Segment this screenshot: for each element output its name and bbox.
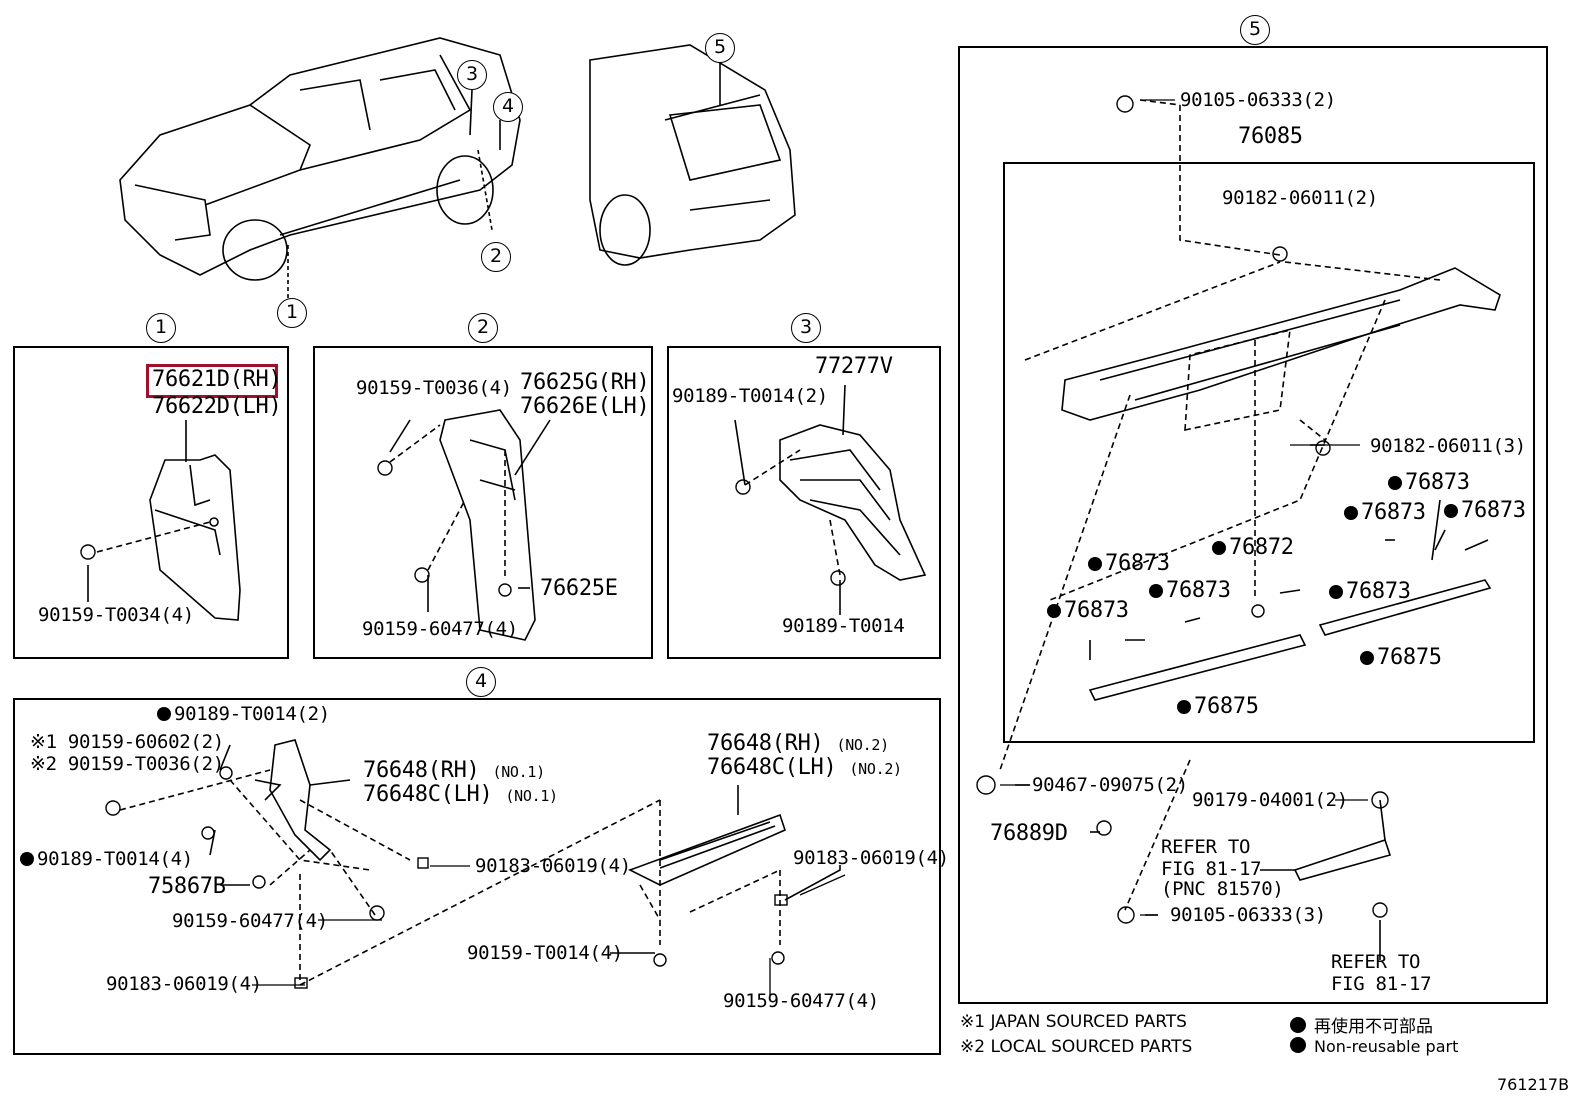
nut-90183-06019-right[interactable]: 90183-06019(4) — [793, 847, 949, 869]
assembly-76085[interactable]: 76085 — [1238, 124, 1303, 149]
part-76889d[interactable]: 76889D — [990, 821, 1068, 846]
non-reusable-dot-icon — [1290, 1037, 1306, 1053]
panel-1-header: 1 — [146, 313, 176, 343]
panel-5-header: 5 — [1240, 15, 1270, 45]
part-76873-f[interactable]: 76873 — [1329, 581, 1411, 603]
mudguard-rear-drawing — [389, 409, 551, 641]
callout-5-overview[interactable]: 5 — [705, 33, 735, 63]
callout-2-overview[interactable]: 2 — [481, 242, 511, 272]
nut-90182-06011-side[interactable]: 90182-06011(3) — [1370, 435, 1526, 457]
legend-non-reusable-en: Non-reusable part — [1290, 1037, 1458, 1056]
part-75867b[interactable]: 75867B — [148, 874, 226, 899]
screw-90159-60477[interactable]: 90159-60477(4) — [362, 618, 518, 640]
panel-3-header: 3 — [791, 313, 821, 343]
part-76625g-rh[interactable]: 76625G(RH) — [520, 370, 650, 395]
screw-90159-t0034[interactable]: 90159-T0034(4) — [38, 604, 194, 626]
part-76873-g[interactable]: 76873 — [1047, 600, 1129, 622]
part-76875-right[interactable]: 76875 — [1360, 647, 1442, 669]
part-76873-a[interactable]: 76873 — [1388, 472, 1470, 494]
leader-lines — [252, 99, 1368, 995]
panel-4-header: 4 — [466, 667, 496, 697]
clip-90189-t0014[interactable]: 90189-T0014 — [782, 615, 905, 637]
panel-1 — [13, 346, 289, 659]
legend-japan-sourced: ※1 JAPAN SOURCED PARTS — [960, 1012, 1187, 1032]
vehicle-front-illustration — [119, 37, 521, 300]
panel-5-inner — [1003, 162, 1535, 743]
fender-liner-drawing — [734, 384, 927, 615]
clip-90189-t0014-top[interactable]: 90189-T0014(2) — [157, 705, 330, 724]
part-76873-c[interactable]: 76873 — [1444, 500, 1526, 522]
screw-90159-60477-box4[interactable]: 90159-60477(4) — [172, 910, 328, 932]
refer-fig-81-17-line1[interactable]: REFER TO — [1161, 836, 1251, 858]
part-76875-left[interactable]: 76875 — [1177, 696, 1259, 718]
clip-90179-04001[interactable]: 90179-04001(2) — [1192, 789, 1348, 811]
selected-part-highlight — [146, 364, 278, 398]
non-reusable-marker — [157, 707, 171, 721]
screw-90105-06333-top[interactable]: 90105-06333(2) — [1180, 89, 1336, 111]
non-reusable-dot-icon — [1290, 1017, 1306, 1033]
panel-2-header: 2 — [468, 313, 498, 343]
part-76648c-lh-no2[interactable]: 76648C(LH) (NO.2) — [707, 755, 902, 780]
part-76873-e[interactable]: 76873 — [1149, 580, 1231, 602]
callout-3-overview[interactable]: 3 — [457, 60, 487, 90]
fastener-symbols — [80, 95, 1389, 989]
panel-3 — [667, 346, 941, 659]
non-reusable-marker — [20, 852, 34, 866]
mudguard-rh-drawing — [87, 420, 241, 621]
clip-76625e[interactable]: 76625E — [540, 576, 618, 601]
nut-90182-06011-top[interactable]: 90182-06011(2) — [1222, 187, 1378, 209]
panel-4 — [13, 698, 941, 1055]
nut-90183-06019-bottom[interactable]: 90183-06019(4) — [106, 973, 262, 995]
refer-fig-81-17-line2[interactable]: FIG 81-17 — [1161, 858, 1262, 880]
callout-4-overview[interactable]: 4 — [493, 92, 523, 122]
part-76626e-lh[interactable]: 76626E(LH) — [520, 394, 650, 419]
part-76873-b[interactable]: 76873 — [1344, 502, 1426, 524]
part-76872[interactable]: 76872 — [1212, 537, 1294, 559]
bracket-no2-drawing — [610, 785, 841, 954]
legend-non-reusable-jp: 再使用不可部品 — [1290, 1012, 1433, 1037]
screw-90105-06333-bottom[interactable]: 90105-06333(3) — [1170, 904, 1326, 926]
part-76648-rh-no1[interactable]: 76648(RH) (NO.1) — [363, 758, 545, 783]
part-76873-d[interactable]: 76873 — [1088, 553, 1170, 575]
panel-5 — [958, 46, 1548, 1004]
note-japan-screw[interactable]: ※1 90159-60602(2) — [30, 731, 224, 753]
vehicle-rear-illustration — [589, 44, 796, 266]
screw-90159-t0036[interactable]: 90159-T0036(4) — [356, 377, 512, 399]
screw-90159-60477-right[interactable]: 90159-60477(4) — [723, 990, 879, 1012]
nut-90183-06019-center[interactable]: 90183-06019(4) — [475, 855, 631, 877]
screw-90159-t0014[interactable]: 90159-T0014(4) — [467, 942, 623, 964]
part-76621d-rh[interactable]: 76621D(RH) — [152, 367, 282, 392]
clip-90467-09075[interactable]: 90467-09075(2) — [1032, 774, 1188, 796]
panel-2 — [313, 346, 653, 659]
callout-1-overview[interactable]: 1 — [277, 298, 307, 328]
spoiler-drawing — [999, 99, 1501, 960]
clip-90189-t0014-mid[interactable]: 90189-T0014(4) — [20, 850, 193, 869]
part-76648c-lh-no1[interactable]: 76648C(LH) (NO.1) — [363, 782, 558, 807]
refer-fig-81-17-b-line1[interactable]: REFER TO — [1331, 951, 1421, 973]
note-local-screw[interactable]: ※2 90159-T0036(2) — [30, 753, 224, 775]
clip-90189-t0014-2[interactable]: 90189-T0014(2) — [672, 385, 828, 407]
figure-code: 761217B — [1497, 1075, 1570, 1094]
legend-local-sourced: ※2 LOCAL SOURCED PARTS — [960, 1037, 1193, 1057]
part-76622d-lh[interactable]: 76622D(LH) — [152, 394, 282, 419]
part-76648-rh-no2[interactable]: 76648(RH) (NO.2) — [707, 731, 889, 756]
refer-fig-81-17-b-line2[interactable]: FIG 81-17 — [1331, 973, 1432, 995]
refer-fig-81-17-line3[interactable]: (PNC 81570) — [1161, 878, 1284, 900]
part-77277v[interactable]: 77277V — [815, 354, 893, 379]
